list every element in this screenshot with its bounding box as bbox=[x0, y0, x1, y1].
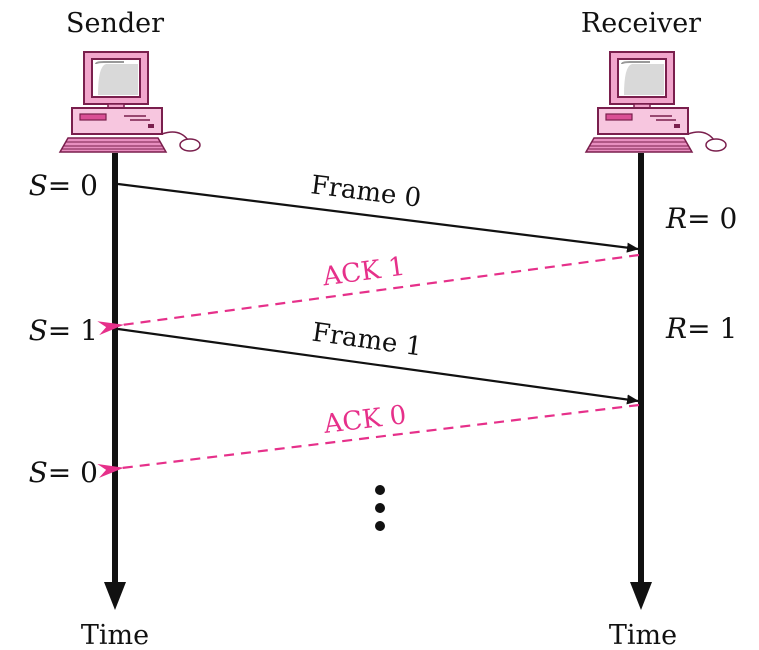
sender-time-label: Time bbox=[81, 620, 149, 650]
sender-title: Sender bbox=[66, 8, 164, 39]
frame-0-label: Frame 0 bbox=[309, 170, 423, 213]
ack-1-arrow bbox=[97, 253, 640, 336]
receiver-timeline-arrowhead bbox=[630, 582, 652, 610]
continuation-ellipsis bbox=[375, 485, 385, 531]
frame-0-arrow bbox=[117, 182, 639, 253]
receiver-computer-icon bbox=[585, 51, 727, 153]
ack-0-arrow bbox=[97, 403, 640, 478]
receiver-state-1: R= 0 bbox=[665, 202, 737, 235]
sender-computer-icon bbox=[59, 51, 201, 153]
receiver-state-2: R= 1 bbox=[665, 312, 737, 345]
svg-text:R= 0: R= 0 bbox=[665, 202, 737, 235]
sender-state-3: S= 0 bbox=[29, 456, 98, 489]
sender-timeline-arrowhead bbox=[104, 582, 126, 610]
receiver-title: Receiver bbox=[581, 8, 701, 39]
svg-text:R= 1: R= 1 bbox=[665, 312, 737, 345]
svg-text:S= 1: S= 1 bbox=[29, 314, 98, 347]
sender-state-1: S= 0 bbox=[29, 169, 98, 202]
sender-state-2: S= 1 bbox=[29, 314, 98, 347]
ack-1-label: ACK 1 bbox=[320, 252, 407, 293]
svg-text:S= 0: S= 0 bbox=[29, 456, 98, 489]
frame-1-arrow bbox=[117, 327, 639, 405]
receiver-time-label: Time bbox=[609, 620, 677, 650]
frame-1-label: Frame 1 bbox=[310, 318, 424, 363]
svg-text:S= 0: S= 0 bbox=[29, 169, 98, 202]
